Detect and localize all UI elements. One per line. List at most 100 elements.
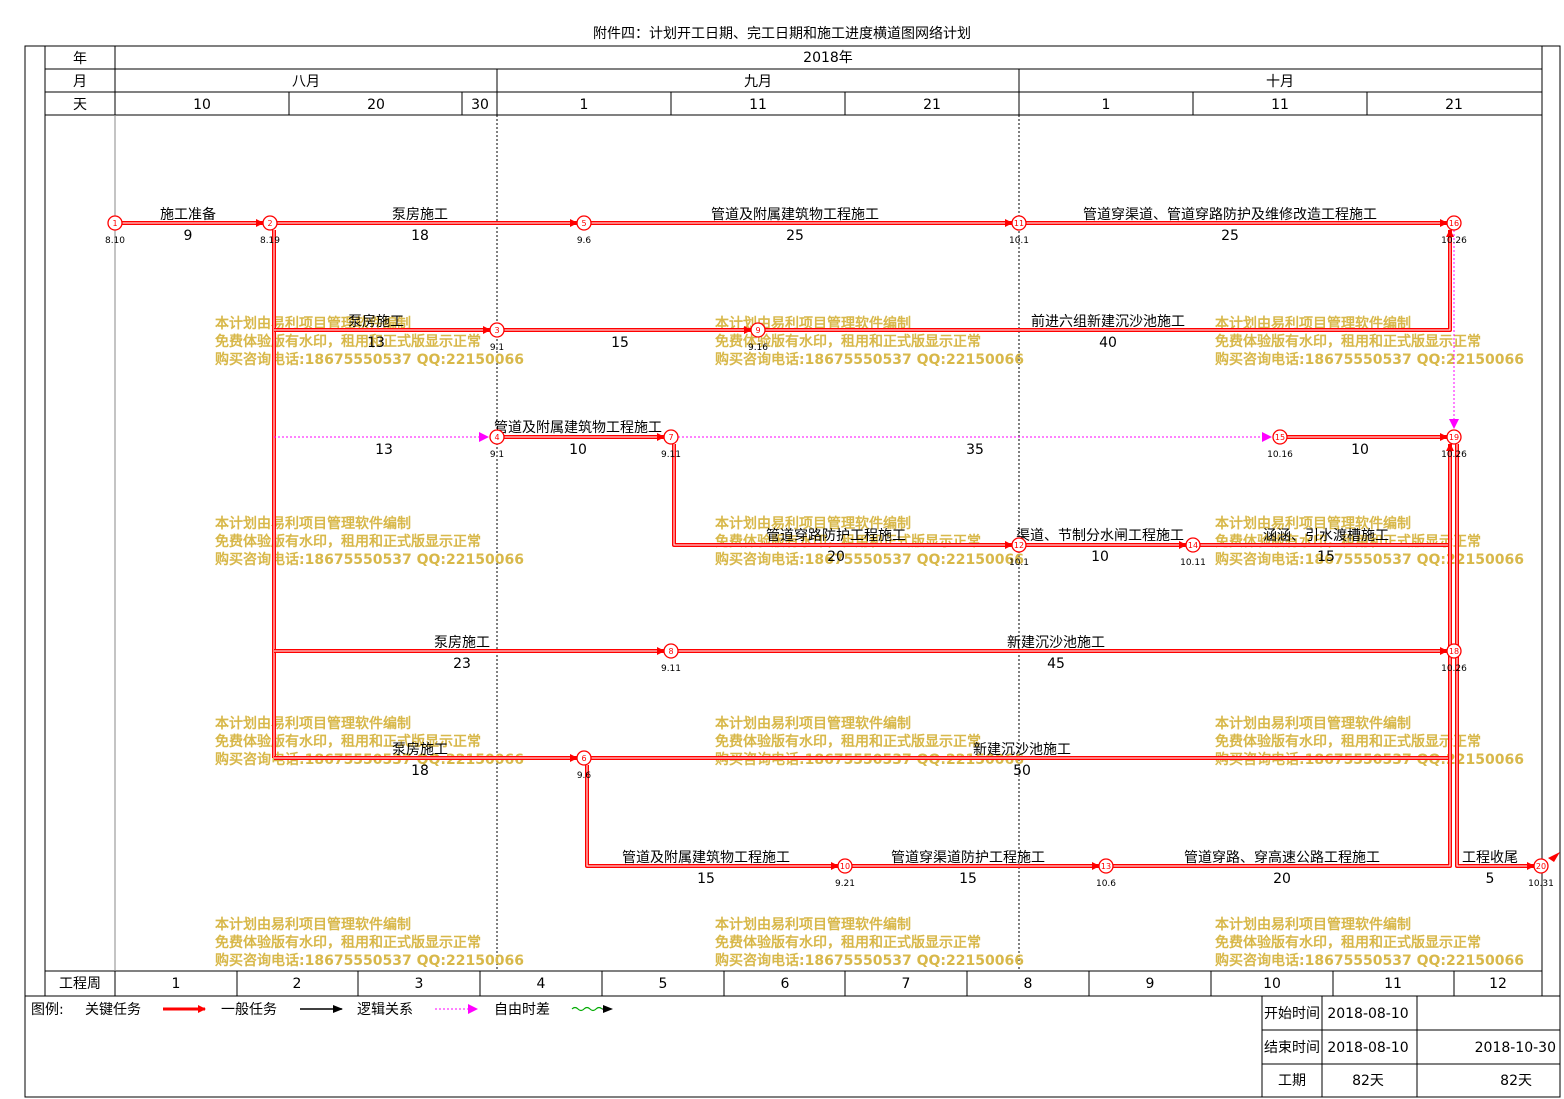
watermark-text: 购买咨询电话:18675550537 QQ:22150066 bbox=[1215, 551, 1524, 568]
watermark-text: 购买咨询电话:18675550537 QQ:22150066 bbox=[1215, 351, 1524, 368]
end-flag-icon bbox=[1548, 852, 1560, 862]
network-nodes: 18.1028.1939.149.159.669.679.1189.1199.1… bbox=[105, 215, 1560, 889]
activity-duration: 35 bbox=[966, 442, 984, 458]
day-label: 1 bbox=[1102, 97, 1111, 113]
week-label: 9 bbox=[1146, 976, 1155, 992]
legend: 图例: 关键任务 一般任务 逻辑关系 自由时差 bbox=[31, 1002, 613, 1018]
event-node-id: 1 bbox=[112, 219, 117, 228]
event-node-id: 4 bbox=[494, 433, 499, 442]
event-node-date: 10.11 bbox=[1180, 558, 1206, 568]
watermark-text: 免费体验版有水印，租用和正式版显示正常 bbox=[715, 934, 981, 951]
activity-name: 泵房施工 bbox=[392, 742, 448, 758]
activity-duration: 10 bbox=[569, 442, 587, 458]
watermark-text: 本计划由易利项目管理软件编制 bbox=[215, 515, 411, 532]
event-node-date: 10.1 bbox=[1009, 558, 1029, 568]
month-label: 九月 bbox=[744, 74, 772, 90]
event-node bbox=[750, 322, 766, 338]
watermark-text: 购买咨询电话:18675550537 QQ:22150066 bbox=[215, 351, 524, 368]
week-row-label: 工程周 bbox=[59, 976, 101, 992]
start-date: 2018-08-10 bbox=[1327, 1006, 1408, 1022]
watermark-text: 免费体验版有水印，租用和正式版显示正常 bbox=[1215, 333, 1481, 350]
legend-dummy-label: 逻辑关系 bbox=[357, 1002, 413, 1018]
activity-duration: 10 bbox=[1091, 549, 1109, 565]
watermark-text: 本计划由易利项目管理软件编制 bbox=[1215, 515, 1411, 532]
critical-task-line-core bbox=[673, 444, 1013, 549]
event-node bbox=[489, 429, 505, 445]
day-label: 21 bbox=[1445, 97, 1463, 113]
watermark-text: 购买咨询电话:18675550537 QQ:22150066 bbox=[215, 952, 524, 969]
event-node-id: 6 bbox=[581, 754, 586, 763]
activity-duration: 10 bbox=[1351, 442, 1369, 458]
day-row-label: 天 bbox=[73, 97, 87, 113]
day-label: 11 bbox=[1271, 97, 1289, 113]
day-label: 21 bbox=[923, 97, 941, 113]
activity-name: 泵房施工 bbox=[392, 207, 448, 223]
event-node-date: 10.16 bbox=[1267, 450, 1293, 460]
week-label: 4 bbox=[537, 976, 546, 992]
end-date-plan: 2018-08-10 bbox=[1327, 1040, 1408, 1056]
event-node bbox=[1446, 429, 1462, 445]
week-label: 5 bbox=[659, 976, 668, 992]
critical-task-line-core bbox=[586, 765, 839, 870]
activity-duration: 18 bbox=[411, 763, 429, 779]
activity-labels: 施工准备9泵房施工18管道及附属建筑物工程施工25管道穿渠道、管道穿路防护及维修… bbox=[160, 206, 1518, 887]
critical-task-line-core bbox=[1113, 443, 1454, 867]
event-node-date: 10.26 bbox=[1441, 664, 1467, 674]
watermark-text: 免费体验版有水印，租用和正式版显示正常 bbox=[715, 733, 981, 750]
event-node-date: 8.19 bbox=[260, 236, 280, 246]
event-node-id: 15 bbox=[1275, 433, 1285, 442]
activity-name: 前进六组新建沉沙池施工 bbox=[1031, 313, 1185, 330]
duration-plan: 82天 bbox=[1352, 1073, 1384, 1089]
activity-name: 泵房施工 bbox=[348, 314, 404, 330]
watermark-text: 购买咨询电话:18675550537 QQ:22150066 bbox=[1215, 952, 1524, 969]
summary-table: 开始时间 2018-08-10 结束时间 2018-08-10 2018-10-… bbox=[1264, 1006, 1556, 1089]
event-node-id: 2 bbox=[267, 219, 272, 228]
activity-duration: 13 bbox=[375, 442, 393, 458]
week-label: 12 bbox=[1489, 976, 1507, 992]
event-node-date: 10.1 bbox=[1009, 236, 1029, 246]
critical-task-line bbox=[1113, 444, 1452, 868]
event-node-id: 16 bbox=[1449, 219, 1459, 228]
event-node-id: 13 bbox=[1101, 862, 1111, 871]
day-label: 11 bbox=[749, 97, 767, 113]
watermark-text: 免费体验版有水印，租用和正式版显示正常 bbox=[215, 934, 481, 951]
activity-duration: 15 bbox=[697, 871, 715, 887]
watermark-text: 免费体验版有水印，租用和正式版显示正常 bbox=[215, 533, 481, 550]
event-node-date: 10.31 bbox=[1528, 879, 1554, 889]
activity-duration: 45 bbox=[1047, 656, 1065, 672]
activity-duration: 13 bbox=[367, 335, 385, 351]
watermark-text: 购买咨询电话:18675550537 QQ:22150066 bbox=[715, 351, 1024, 368]
week-footer: 工程周 1 2 3 4 5 6 7 8 9 10 11 12 bbox=[59, 976, 1507, 992]
event-node-date: 9.1 bbox=[490, 450, 504, 460]
watermark-text: 购买咨询电话:18675550537 QQ:22150066 bbox=[715, 952, 1024, 969]
month-row-label: 月 bbox=[73, 74, 87, 90]
activity-duration: 15 bbox=[959, 871, 977, 887]
watermark-text: 本计划由易利项目管理软件编制 bbox=[1215, 715, 1411, 732]
watermark-text: 免费体验版有水印，租用和正式版显示正常 bbox=[1215, 934, 1481, 951]
event-node-id: 14 bbox=[1188, 541, 1198, 550]
event-node-id: 20 bbox=[1536, 862, 1546, 871]
event-node bbox=[576, 750, 592, 766]
event-node-date: 10.26 bbox=[1441, 236, 1467, 246]
event-node-id: 9 bbox=[755, 326, 760, 335]
week-label: 8 bbox=[1024, 976, 1033, 992]
watermark-text: 本计划由易利项目管理软件编制 bbox=[715, 515, 911, 532]
day-label: 1 bbox=[580, 97, 589, 113]
year-value: 2018年 bbox=[803, 50, 853, 66]
event-node bbox=[1533, 858, 1549, 874]
legend-float-label: 自由时差 bbox=[494, 1002, 550, 1018]
watermark-text: 免费体验版有水印，租用和正式版显示正常 bbox=[1215, 733, 1481, 750]
activity-duration: 20 bbox=[1273, 871, 1291, 887]
event-node bbox=[663, 429, 679, 445]
event-node-date: 9.11 bbox=[661, 664, 681, 674]
watermark-text: 购买咨询电话:18675550537 QQ:22150066 bbox=[215, 551, 524, 568]
activity-duration: 15 bbox=[1317, 549, 1335, 565]
activity-name: 泵房施工 bbox=[434, 635, 490, 651]
activity-duration: 23 bbox=[453, 656, 471, 672]
year-row-label: 年 bbox=[73, 51, 87, 67]
event-node bbox=[489, 322, 505, 338]
activity-name: 管道穿渠道、管道穿路防护及维修改造工程施工 bbox=[1083, 207, 1377, 223]
watermark-text: 本计划由易利项目管理软件编制 bbox=[215, 916, 411, 933]
event-node-date: 10.6 bbox=[1096, 879, 1116, 889]
activity-duration: 20 bbox=[827, 549, 845, 565]
